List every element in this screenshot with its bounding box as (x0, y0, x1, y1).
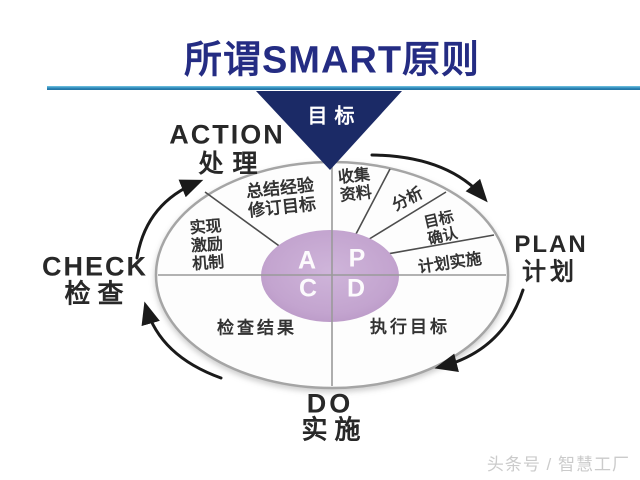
stage-action-en: ACTION (169, 119, 285, 150)
divider-analyze-confirm (365, 191, 447, 242)
hub-letter-c: C (298, 274, 318, 303)
segment-execute-label: 执行目标 (370, 317, 450, 337)
hub-letter-a: A (297, 246, 317, 275)
hub-letter-p: P (348, 244, 366, 273)
stage-do-zh: 实施 (301, 414, 368, 445)
segment-dividers (204, 168, 495, 257)
quadrant-axes (158, 164, 506, 386)
page-title: 所谓SMART原则 (183, 39, 481, 82)
stage-check-zh: 检查 (64, 278, 131, 309)
segment-collect-label: 收集 资料 (337, 166, 373, 205)
divider-collect-analyze (355, 168, 391, 235)
hub-letter-d: D (346, 274, 366, 303)
segment-summarize-label: 总结经验 修订目标 (245, 175, 317, 221)
stage-plan-zh: 计划 (522, 258, 578, 286)
stage-action-zh: 处理 (198, 150, 267, 178)
cycle-arrow-bottom-right (434, 288, 525, 372)
divider-incentive-summarize (204, 191, 283, 249)
watermark: 头条号 / 智慧工厂 (486, 455, 630, 474)
cycle-arrow-top-right (370, 153, 488, 203)
goal-label: 目标 (307, 105, 362, 128)
cycle-arrow-bottom-left (141, 301, 223, 380)
stage-do-en: DO (306, 388, 354, 419)
goal-triangle (256, 91, 402, 170)
segment-check-results-label: 检查结果 (217, 318, 297, 338)
stage-plan-en: PLAN (514, 231, 588, 258)
segment-incentive-label: 实现 激励 机制 (189, 218, 225, 274)
cycle-arrow-top-left (135, 179, 204, 260)
stage-check-en: CHECK (41, 251, 149, 282)
title-underline (47, 86, 640, 90)
divider-confirm-planimpl (375, 234, 495, 257)
pdca-hub-ellipse (261, 230, 399, 322)
